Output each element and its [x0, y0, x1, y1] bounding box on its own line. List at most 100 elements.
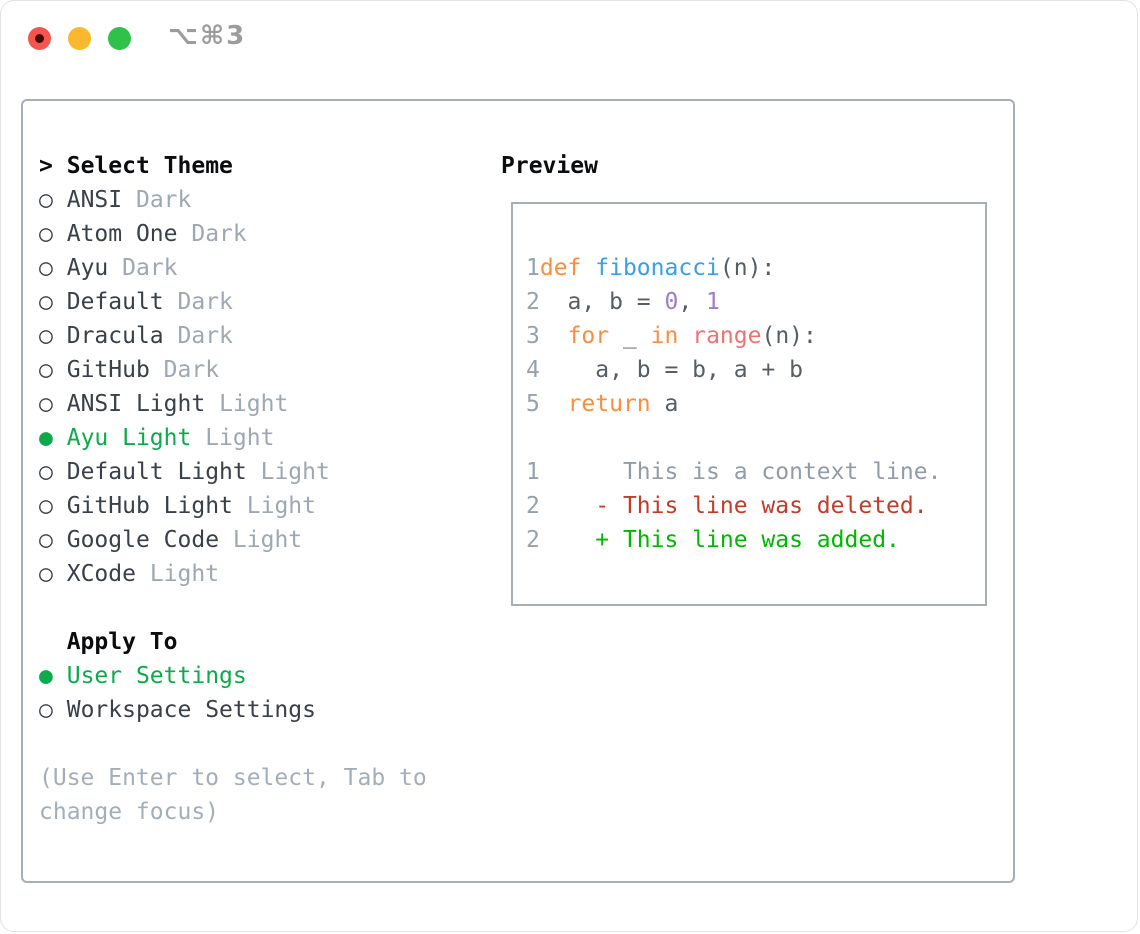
code-token: def	[539, 255, 582, 281]
spacer-line	[39, 727, 427, 761]
code-token	[540, 391, 568, 417]
radio-icon: ○	[39, 221, 53, 247]
code-line	[526, 421, 941, 455]
radio-icon: ○	[39, 357, 53, 383]
zoom-button[interactable]	[108, 27, 131, 50]
line-number: 2	[526, 493, 540, 519]
theme-variant-label: Light	[246, 493, 316, 519]
radio-icon: ○	[39, 527, 53, 553]
theme-name-label: Default	[66, 289, 164, 315]
select-theme-title: Select Theme	[66, 153, 233, 179]
theme-option-atom-one-dark[interactable]: ○ Atom One Dark	[39, 217, 427, 251]
radio-icon: ○	[39, 697, 53, 723]
theme-name-label: GitHub Light	[66, 493, 233, 519]
apply-option-label: Workspace Settings	[66, 697, 316, 723]
code-token: 0	[664, 289, 679, 315]
theme-option-google-code-light[interactable]: ○ Google Code Light	[39, 523, 427, 557]
theme-name-label: Atom One	[66, 221, 178, 247]
code-token: ,	[678, 289, 707, 315]
minimize-button[interactable]	[68, 27, 91, 50]
radio-icon: ○	[39, 493, 53, 519]
theme-option-xcode-light[interactable]: ○ XCode Light	[39, 557, 427, 591]
code-line: 3 for _ in range(n):	[526, 319, 941, 353]
code-token: a, b = b, a + b	[539, 357, 803, 383]
preview-title: Preview	[501, 153, 598, 179]
code-line: 5 return a	[526, 387, 941, 421]
theme-option-default-dark[interactable]: ○ Default Dark	[39, 285, 427, 319]
code-line: 1 This is a context line.	[526, 455, 941, 489]
theme-name-label: Google Code	[66, 527, 220, 553]
line-number: 2	[526, 289, 540, 315]
radio-icon: ○	[39, 561, 53, 587]
code-token: + This line was added.	[539, 527, 900, 553]
theme-variant-label: Dark	[191, 221, 247, 247]
theme-option-ansi-light-light[interactable]: ○ ANSI Light Light	[39, 387, 427, 421]
radio-icon: ○	[39, 255, 53, 281]
theme-option-ayu-light-light[interactable]: ● Ayu Light Light	[39, 421, 427, 455]
apply-to-header: Apply To	[39, 625, 427, 659]
code-line: 4 a, b = b, a + b	[526, 353, 941, 387]
theme-option-github-light-light[interactable]: ○ GitHub Light Light	[39, 489, 427, 523]
spacer-line	[39, 591, 427, 625]
theme-variant-label: Dark	[163, 357, 220, 383]
theme-option-ayu-dark[interactable]: ○ Ayu Dark	[39, 251, 427, 285]
titlebar: ⌥⌘3	[1, 1, 1137, 75]
code-token: return	[567, 391, 651, 417]
theme-list: > Select Theme○ ANSI Dark○ Atom One Dark…	[39, 149, 427, 829]
apply-option-user-settings[interactable]: ● User Settings	[39, 659, 427, 693]
theme-name-label: Ayu	[66, 255, 109, 281]
radio-icon: ○	[39, 459, 53, 485]
code-line: 1def fibonacci(n):	[526, 251, 941, 285]
theme-variant-label: Dark	[135, 187, 192, 213]
theme-variant-label: Light	[260, 459, 330, 485]
theme-option-ansi-dark[interactable]: ○ ANSI Dark	[39, 183, 427, 217]
theme-variant-label: Dark	[177, 289, 233, 315]
code-token	[678, 323, 692, 349]
code-token: (n):	[719, 255, 776, 281]
code-line: 2 a, b = 0, 1	[526, 285, 941, 319]
radio-icon: ○	[39, 323, 53, 349]
code-token: for	[567, 323, 610, 349]
code-token: fibonacci	[595, 255, 720, 281]
theme-variant-label: Dark	[122, 255, 178, 281]
theme-option-default-light-light[interactable]: ○ Default Light Light	[39, 455, 427, 489]
theme-name-label: Default Light	[66, 459, 247, 485]
line-number: 1	[526, 255, 540, 281]
code-line: 2 + This line was added.	[526, 523, 941, 557]
theme-variant-label: Light	[219, 391, 289, 417]
theme-variant-label: Light	[205, 425, 275, 451]
code-token: range	[692, 323, 762, 349]
line-number: 3	[526, 323, 540, 349]
line-number: 2	[526, 527, 540, 553]
theme-variant-label: Dark	[177, 323, 233, 349]
theme-option-github-dark[interactable]: ○ GitHub Dark	[39, 353, 427, 387]
theme-option-dracula-dark[interactable]: ○ Dracula Dark	[39, 319, 427, 353]
code-token: a, b =	[539, 289, 665, 315]
theme-name-label: ANSI	[66, 187, 123, 213]
code-token: - This line was deleted.	[539, 493, 928, 519]
apply-to-title: Apply To	[66, 629, 178, 655]
code-line: 2 - This line was deleted.	[526, 489, 941, 523]
cursor-icon: >	[39, 153, 53, 179]
apply-option-label: User Settings	[66, 663, 247, 689]
code-token: 1	[706, 289, 720, 315]
code-token	[540, 323, 568, 349]
dialog-panel: > Select Theme○ ANSI Dark○ Atom One Dark…	[21, 99, 1015, 883]
radio-icon: ○	[39, 391, 53, 417]
radio-icon: ○	[39, 289, 53, 315]
close-button[interactable]	[28, 27, 51, 50]
line-number: 5	[526, 391, 540, 417]
apply-option-workspace-settings[interactable]: ○ Workspace Settings	[39, 693, 427, 727]
code-token: This is a context line.	[539, 459, 942, 485]
select-theme-header: > Select Theme	[39, 149, 427, 183]
code-token	[581, 255, 595, 281]
code-token: (n):	[761, 323, 817, 349]
code-token: a	[650, 391, 679, 417]
radio-icon: ○	[39, 187, 53, 213]
line-number: 4	[526, 357, 540, 383]
hint-line: change focus)	[39, 799, 220, 825]
theme-name-label: Dracula	[66, 323, 164, 349]
